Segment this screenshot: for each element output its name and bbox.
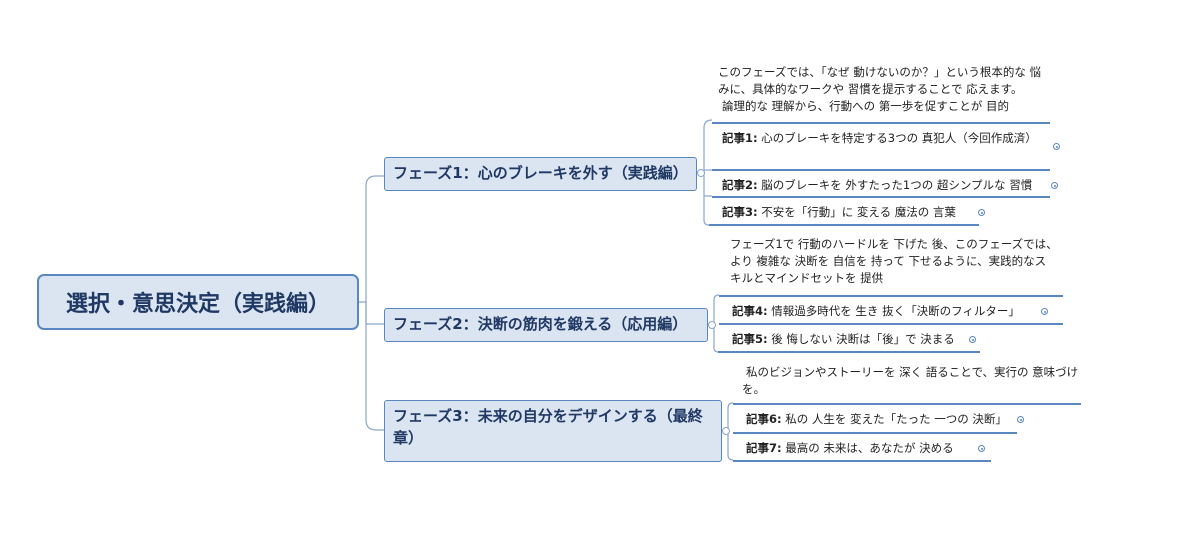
article-2-title: 脳のブレーキを 外すたった1つの 超シンプルな 習慣 <box>761 178 1033 192</box>
article-underline <box>712 196 1050 198</box>
phase-3-collapse-toggle[interactable] <box>722 427 730 435</box>
article-1-label: 記事1: <box>722 131 758 145</box>
note-line: フェーズ1で 行動のハードルを 下げた 後、このフェーズでは、 <box>730 237 1058 251</box>
article-5-title: 後 悔しない 決断は「後」で 決まる <box>771 332 955 346</box>
article-underline <box>719 323 1063 325</box>
article-5-label: 記事5: <box>732 332 768 346</box>
article-7-link-icon[interactable] <box>978 445 985 452</box>
article-4[interactable]: 記事4: 情報過多時代を 生き 抜く「決断のフィルター」 <box>732 303 1062 319</box>
article-6-title: 私の 人生を 変えた「たった 一つの 決断」 <box>785 412 1007 426</box>
article-1-title: 心のブレーキを特定する3つの 真犯人（今回作成済） <box>761 131 1037 145</box>
article-underline <box>712 122 1050 124</box>
phase-2-collapse-toggle[interactable] <box>708 321 716 329</box>
phase-1-topic[interactable]: フェーズ1：心のブレーキを外す（実践編） <box>384 157 697 191</box>
article-1-link-icon[interactable] <box>1053 143 1060 150</box>
article-5[interactable]: 記事5: 後 悔しない 決断は「後」で 決まる <box>732 331 992 347</box>
phase-3-label: フェーズ3：未来の自分をデザインする（最終章） <box>393 407 703 447</box>
article-underline <box>733 403 1081 405</box>
article-6-label: 記事6: <box>746 412 782 426</box>
phase-1-note: このフェーズでは、「なぜ 動けないのか？」という根本的な 悩 みに、具体的なワー… <box>718 64 1041 115</box>
article-3-title: 不安を「行動」に 変える 魔法の 言葉 <box>761 205 956 219</box>
article-2[interactable]: 記事2: 脳のブレーキを 外すたった1つの 超シンプルな 習慣 <box>722 177 1062 193</box>
article-underline <box>718 351 980 353</box>
article-3-link-icon[interactable] <box>978 209 985 216</box>
phase-2-topic[interactable]: フェーズ2：決断の筋肉を鍛える（応用編） <box>384 308 708 342</box>
article-7[interactable]: 記事7: 最高の 未来は、あなたが 決める <box>746 440 1006 456</box>
root-topic-label: 選択・意思決定（実践編） <box>65 292 330 317</box>
article-1[interactable]: 記事1: 心のブレーキを特定する3つの 真犯人（今回作成済） <box>722 130 1062 146</box>
article-6[interactable]: 記事6: 私の 人生を 変えた「たった 一つの 決断」 <box>746 411 1046 427</box>
article-3-label: 記事3: <box>722 205 758 219</box>
article-underline <box>719 295 1063 297</box>
article-3[interactable]: 記事3: 不安を「行動」に 変える 魔法の 言葉 <box>722 204 1002 220</box>
article-4-label: 記事4: <box>732 304 768 318</box>
article-underline <box>709 224 979 226</box>
phase-2-label: フェーズ2：決断の筋肉を鍛える（応用編） <box>393 315 688 333</box>
note-line: みに、具体的なワークや 習慣を提示することで 応えます。 <box>718 82 1023 96</box>
article-2-link-icon[interactable] <box>1051 182 1058 189</box>
note-line: 論理的な 理解から、行動への 第一歩を促すことが 目的 <box>722 99 1009 113</box>
article-2-label: 記事2: <box>722 178 758 192</box>
note-line: 私のビジョンやストーリーを 深く 語ることで、実行の 意味づけ <box>746 365 1079 379</box>
article-5-link-icon[interactable] <box>969 336 976 343</box>
phase-1-collapse-toggle[interactable] <box>697 169 705 177</box>
article-underline <box>733 432 1017 434</box>
note-line: キルとマインドセットを 提供 <box>730 271 884 285</box>
phase-3-note: 私のビジョンやストーリーを 深く 語ることで、実行の 意味づけ を。 <box>742 364 1078 398</box>
phase-1-label: フェーズ1：心のブレーキを外す（実践編） <box>393 164 688 182</box>
article-7-label: 記事7: <box>746 441 782 455</box>
article-underline <box>712 169 1050 171</box>
note-line: このフェーズでは、「なぜ 動けないのか？」という根本的な 悩 <box>718 65 1041 79</box>
root-topic[interactable]: 選択・意思決定（実践編） <box>37 274 359 330</box>
article-4-title: 情報過多時代を 生き 抜く「決断のフィルター」 <box>771 304 1020 318</box>
article-7-title: 最高の 未来は、あなたが 決める <box>785 441 954 455</box>
note-line: より 複雑な 決断を 自信を 持って 下せるように、実践的なス <box>730 254 1047 268</box>
article-4-link-icon[interactable] <box>1041 308 1048 315</box>
note-line: を。 <box>742 382 765 396</box>
article-underline <box>733 460 991 462</box>
article-6-link-icon[interactable] <box>1017 416 1024 423</box>
phase-3-topic[interactable]: フェーズ3：未来の自分をデザインする（最終章） <box>384 400 722 462</box>
phase-2-note: フェーズ1で 行動のハードルを 下げた 後、このフェーズでは、 より 複雑な 決… <box>730 236 1058 287</box>
